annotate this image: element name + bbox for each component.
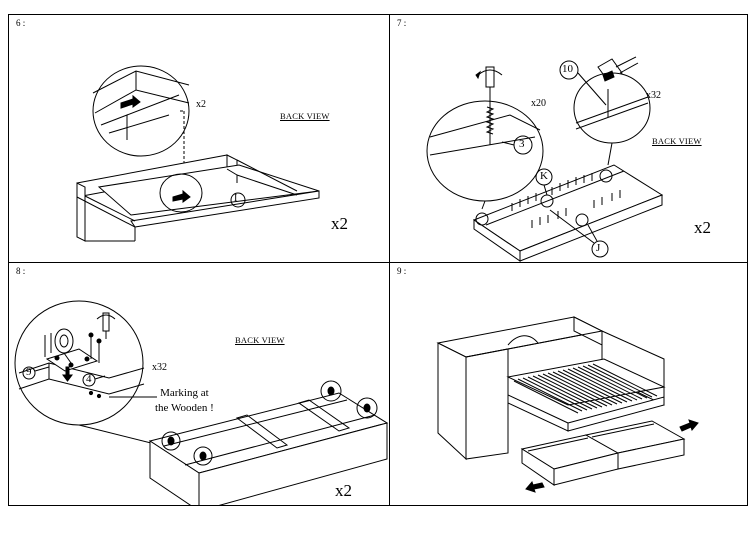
arrow-icon — [63, 367, 72, 381]
step-6-panel: 6 : — [9, 15, 390, 263]
callout-9: 9 — [26, 366, 32, 378]
caster-wheel-icon — [55, 329, 73, 363]
arrow-icon — [526, 482, 544, 492]
nail-markers — [512, 173, 620, 228]
drawer-assembly — [77, 155, 319, 241]
count-large: x2 — [335, 481, 352, 500]
count-large: x2 — [694, 218, 711, 237]
screwdriver-icon — [97, 313, 115, 339]
callout-4: 4 — [86, 373, 92, 385]
step-number: 6 : — [16, 18, 26, 28]
step-7-drawing — [390, 15, 747, 263]
drawer-right — [586, 421, 684, 469]
note-line-1: Marking at — [160, 387, 209, 399]
count-small: x2 — [196, 99, 206, 110]
step-number: 8 : — [16, 266, 26, 276]
arrow-icon — [680, 420, 698, 431]
nail-count: x32 — [646, 90, 661, 101]
step-8-drawing — [9, 263, 390, 505]
step-9-drawing — [390, 263, 747, 505]
back-view-label: BACK VIEW — [235, 335, 285, 345]
note-line-2: the Wooden ! — [155, 402, 214, 414]
callout-10: 10 — [562, 63, 573, 75]
step-number: 9 : — [397, 266, 407, 276]
callout-k: K — [540, 170, 548, 182]
back-view-label: BACK VIEW — [652, 136, 702, 146]
screw-icon — [45, 333, 101, 363]
arrow-icon — [121, 96, 140, 108]
screw-count: x20 — [531, 98, 546, 109]
count-large: x2 — [331, 214, 348, 233]
screwdriver-icon — [476, 67, 502, 97]
drawer-left — [522, 435, 618, 485]
detail-magnifier-right — [560, 61, 650, 143]
callout-j: J — [596, 242, 601, 254]
step-9-panel: 9 : — [390, 263, 747, 505]
detail-magnifier — [93, 66, 189, 156]
count-small: x32 — [152, 362, 167, 373]
step-6-drawing — [9, 15, 390, 263]
back-view-label: BACK VIEW — [280, 111, 330, 121]
drawer-frame — [150, 393, 387, 505]
drawer-base — [474, 165, 662, 261]
part-label-i: I — [234, 193, 238, 204]
step-number: 7 : — [397, 18, 407, 28]
step-8-panel: 8 : — [9, 263, 390, 505]
detail-magnifier — [15, 301, 144, 425]
callout-3: 3 — [519, 138, 525, 150]
marking-note: Marking at the Wooden ! — [155, 386, 214, 416]
arrow-icon — [173, 191, 190, 202]
detail-magnifier-left — [427, 95, 543, 201]
step-7-panel: 7 : — [390, 15, 747, 263]
instruction-sheet: 6 : — [8, 14, 748, 506]
slats — [514, 364, 657, 413]
